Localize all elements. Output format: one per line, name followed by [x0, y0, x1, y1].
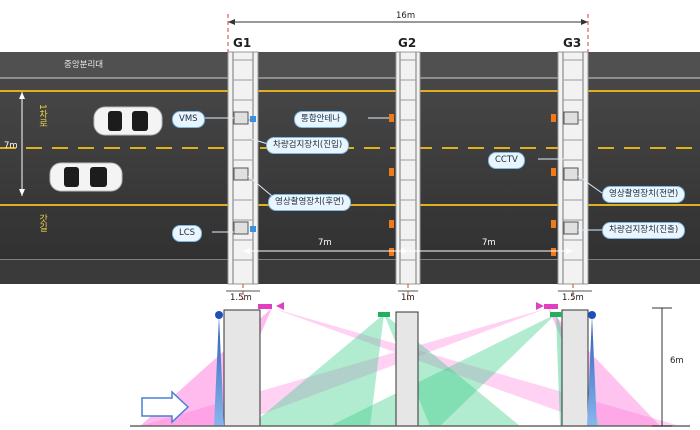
vms-label: VMS	[172, 111, 205, 128]
lcs-label: LCS	[172, 225, 203, 242]
gantry-label-g3: G3	[563, 36, 582, 50]
gantry-spacing-dimension	[243, 248, 573, 254]
spacing-g1-g2-label: 7m	[318, 238, 332, 248]
detector-exit-label: 차량검지장치(진출)	[602, 222, 686, 239]
shoulder-label: 갓길	[37, 214, 47, 232]
camera-front-label: 영상촬영장치(전면)	[602, 186, 686, 203]
spacing-g2-g3-label: 7m	[482, 238, 496, 248]
total-width-label: 16m	[396, 11, 416, 21]
car-top	[93, 106, 163, 136]
gantry-centerlines	[227, 14, 589, 300]
median-label: 중앙분리대	[64, 60, 104, 70]
g3-width-label: 1.5m	[562, 293, 584, 303]
total-width-dimension	[228, 19, 588, 25]
lane1-label: 1차로	[37, 104, 47, 128]
car-bottom	[49, 162, 123, 192]
detector-entry-label: 차량검지장치(진입)	[266, 137, 350, 154]
antenna-label: 통합안테나	[294, 111, 348, 128]
shoulder-strip	[0, 260, 700, 284]
pole-left	[214, 316, 224, 426]
height-dimension	[652, 307, 672, 427]
camera-rear-label: 영상촬영장치(후면)	[268, 194, 352, 211]
traffic-direction-arrow	[141, 390, 190, 424]
device-boxes	[233, 111, 579, 235]
gantry-g2	[395, 51, 421, 285]
pole-right	[587, 316, 597, 426]
g1-width-label: 1.5m	[230, 293, 252, 303]
road-width-dimension	[19, 92, 25, 196]
gantry-label-g1: G1	[233, 36, 252, 50]
g2-width-label: 1m	[401, 293, 415, 303]
cctv-label: CCTV	[488, 152, 525, 169]
gantry-label-g2: G2	[398, 36, 417, 50]
median-strip	[0, 52, 700, 78]
emitters	[258, 302, 562, 317]
height-label: 6m	[670, 356, 684, 366]
road-width-label: 7m	[4, 141, 18, 151]
orange-markers	[389, 114, 556, 256]
